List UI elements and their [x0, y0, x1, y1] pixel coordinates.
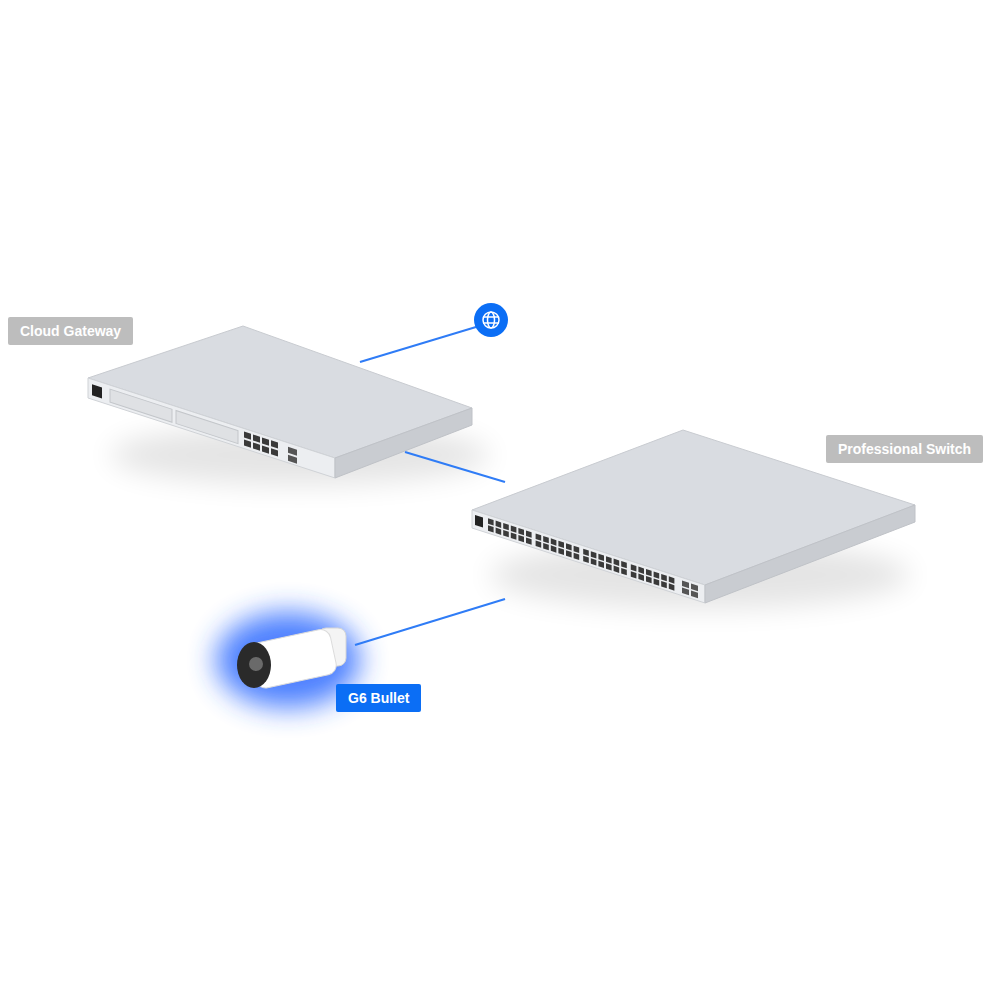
ethernet-port: [574, 546, 580, 553]
ethernet-port: [591, 551, 597, 558]
ethernet-port: [536, 540, 542, 547]
ethernet-port: [536, 533, 542, 540]
ethernet-port: [574, 553, 580, 560]
ethernet-port: [543, 536, 549, 543]
ethernet-port: [526, 537, 532, 544]
ethernet-port: [262, 445, 269, 453]
sfp-port: [288, 447, 297, 456]
ethernet-port: [631, 564, 637, 571]
gateway-front: [88, 378, 335, 478]
ethernet-port: [638, 574, 644, 581]
ethernet-port: [598, 554, 604, 561]
ethernet-port: [558, 541, 564, 548]
ethernet-port: [558, 548, 564, 555]
ethernet-port: [606, 556, 612, 563]
switch-front-details: [475, 514, 698, 598]
camera-device: G6 Bullet: [225, 615, 355, 675]
ethernet-port: [526, 530, 532, 537]
ethernet-port: [496, 521, 502, 528]
ethernet-port: [518, 528, 524, 535]
ethernet-port: [543, 543, 549, 550]
power-display: [92, 384, 102, 398]
ethernet-port: [511, 525, 517, 532]
ethernet-port: [551, 538, 557, 545]
sfp-port: [288, 455, 297, 464]
globe-parallel: [483, 316, 499, 318]
ethernet-port: [646, 569, 652, 576]
camera-lens: [249, 657, 263, 671]
ethernet-port: [654, 571, 660, 578]
ethernet-port: [598, 561, 604, 568]
switch-front: [472, 510, 705, 603]
ethernet-port: [271, 448, 278, 456]
camera-lens-face: [237, 642, 271, 688]
switch-device: Professional Switch: [505, 482, 920, 607]
ethernet-port: [638, 567, 644, 574]
sfp-port: [691, 591, 698, 599]
ethernet-port: [631, 571, 637, 578]
ethernet-port: [669, 583, 675, 590]
ethernet-port: [253, 442, 260, 450]
ethernet-port: [646, 576, 652, 583]
ethernet-port: [244, 440, 251, 448]
ethernet-port: [654, 578, 660, 585]
ethernet-port: [518, 535, 524, 542]
device-label: Professional Switch: [826, 435, 983, 463]
gateway-device: Cloud Gateway: [85, 322, 405, 452]
drive-bay: [176, 411, 238, 444]
cable-line: [355, 599, 505, 645]
ethernet-port: [496, 528, 502, 535]
ethernet-port: [551, 545, 557, 552]
ethernet-port: [661, 581, 667, 588]
ethernet-port: [606, 563, 612, 570]
gateway-side: [335, 408, 472, 478]
ethernet-port: [566, 550, 572, 557]
ethernet-port: [488, 518, 494, 525]
ethernet-port: [253, 434, 260, 442]
sfp-port: [682, 581, 689, 589]
globe-outline: [483, 312, 499, 328]
ethernet-port: [503, 523, 509, 530]
ethernet-port: [511, 532, 517, 539]
sfp-port: [691, 584, 698, 592]
globe-badge: [474, 303, 508, 337]
ethernet-port: [614, 559, 620, 566]
device-label: G6 Bullet: [336, 684, 421, 712]
internet-wire: [360, 327, 476, 362]
ethernet-port: [583, 556, 589, 563]
ethernet-port: [621, 568, 627, 575]
globe-parallel: [483, 322, 499, 324]
ethernet-port: [669, 576, 675, 583]
ethernet-port: [614, 566, 620, 573]
gateway-front-details: [92, 382, 297, 463]
ethernet-port: [262, 437, 269, 445]
ethernet-port: [488, 525, 494, 532]
ethernet-port: [271, 440, 278, 448]
ethernet-port: [244, 432, 251, 440]
network-cable: [405, 452, 505, 482]
sfp-port: [682, 588, 689, 596]
globe-meridian: [488, 312, 495, 328]
network-cable: [355, 599, 505, 645]
drive-bay: [110, 389, 172, 422]
cable-line: [405, 452, 505, 482]
power-display: [475, 515, 483, 528]
ethernet-port: [621, 561, 627, 568]
device-label: Cloud Gateway: [8, 317, 133, 345]
ethernet-port: [591, 558, 597, 565]
globe-icon: [483, 312, 499, 328]
ethernet-port: [503, 530, 509, 537]
switch-side: [705, 505, 915, 603]
ethernet-port: [583, 549, 589, 556]
ethernet-port: [661, 574, 667, 581]
ethernet-port: [566, 543, 572, 550]
